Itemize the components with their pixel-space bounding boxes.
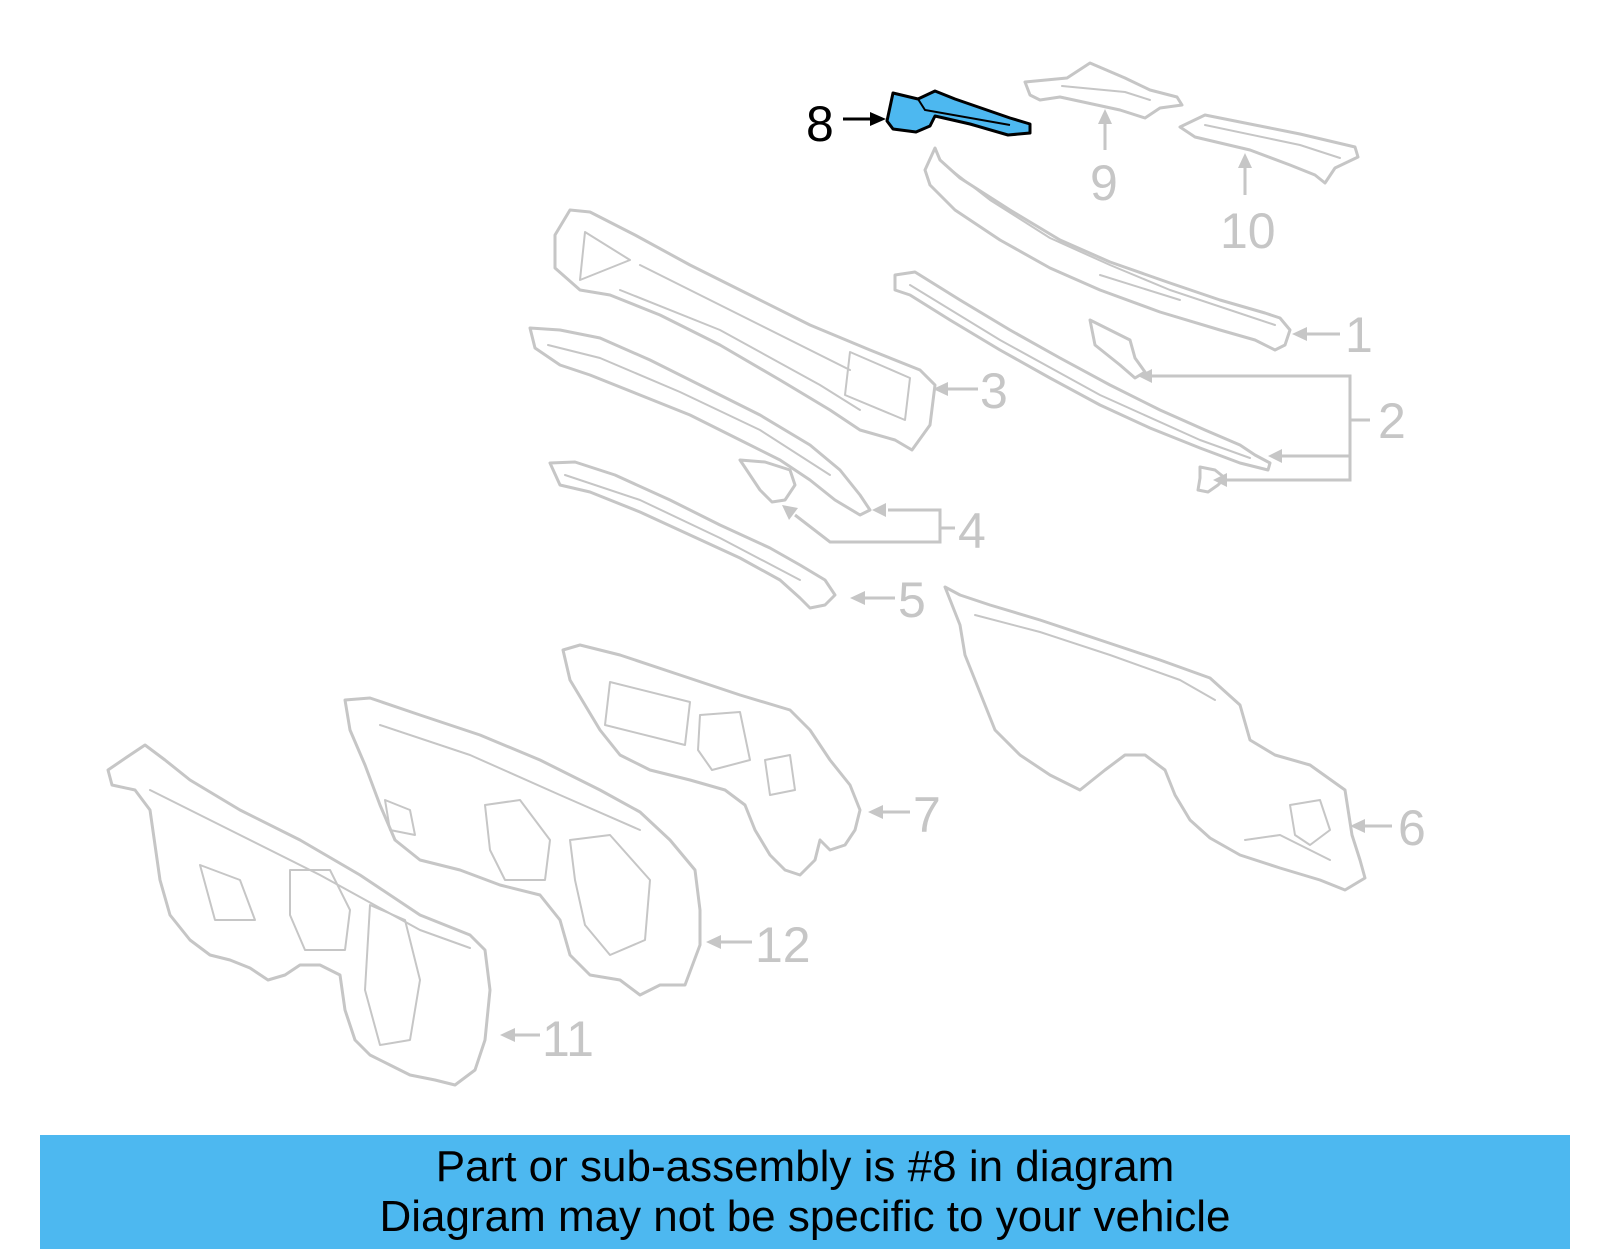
caption-banner: Part or sub-assembly is #8 in diagram Di… <box>40 1135 1570 1249</box>
callout-label-4: 4 <box>958 503 986 559</box>
caption-line-2: Diagram may not be specific to your vehi… <box>379 1192 1231 1241</box>
callout-2: 2 <box>1138 369 1406 487</box>
callout-label-12: 12 <box>755 917 811 973</box>
part-9[interactable] <box>1023 61 1184 120</box>
callout-5: 5 <box>850 572 926 628</box>
part-7[interactable] <box>561 643 862 877</box>
callout-label-11: 11 <box>542 1011 594 1067</box>
callout-9: 9 <box>1090 109 1118 211</box>
part-12[interactable] <box>343 696 702 997</box>
callout-label-5: 5 <box>898 572 926 628</box>
callout-3: 3 <box>933 363 1008 419</box>
callout-label-3: 3 <box>980 363 1008 419</box>
part-3[interactable] <box>553 208 937 452</box>
callout-10: 10 <box>1220 153 1276 259</box>
callout-1: 1 <box>1292 307 1373 363</box>
part-8-highlighted[interactable] <box>885 89 1032 137</box>
callout-label-2: 2 <box>1378 393 1406 449</box>
callout-12: 12 <box>706 917 811 973</box>
callout-7: 7 <box>868 787 941 843</box>
callout-label-6: 6 <box>1398 800 1426 856</box>
callout-11: 11 <box>500 1011 594 1067</box>
callout-label-8: 8 <box>806 96 834 152</box>
part-5[interactable] <box>548 460 837 610</box>
callout-6: 6 <box>1350 800 1426 856</box>
part-2[interactable] <box>893 270 1272 494</box>
callout-label-10: 10 <box>1220 203 1276 259</box>
callout-8: 8 <box>806 96 886 152</box>
callout-4: 4 <box>782 503 986 559</box>
part-10[interactable] <box>1178 113 1360 185</box>
part-1[interactable] <box>923 146 1292 352</box>
callout-label-9: 9 <box>1090 155 1118 211</box>
part-6[interactable] <box>943 585 1367 892</box>
callout-label-1: 1 <box>1345 307 1373 363</box>
part-11[interactable] <box>106 743 492 1087</box>
part-4[interactable] <box>528 326 872 517</box>
caption-line-1: Part or sub-assembly is #8 in diagram <box>435 1142 1175 1191</box>
callout-label-7: 7 <box>913 787 941 843</box>
